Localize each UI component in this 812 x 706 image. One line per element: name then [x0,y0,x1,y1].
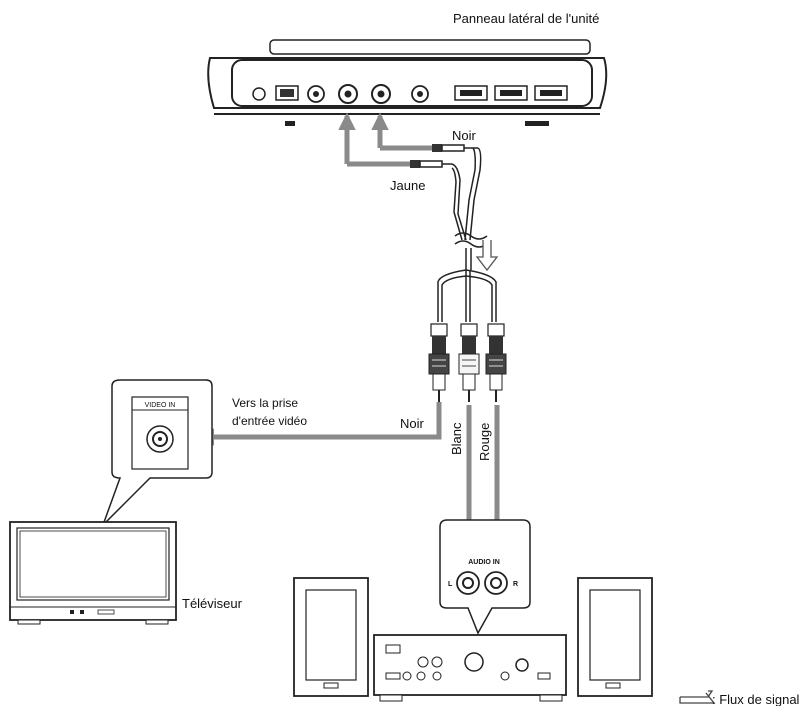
av-cable [410,144,488,270]
unit-side-panel [207,39,608,126]
label-blanc: Blanc [449,422,464,455]
televiseur-label: Téléviseur [182,596,243,611]
tv-icon [9,521,177,625]
power-jack [252,87,266,101]
flux-de-signal-label: : Flux de signal [712,692,800,706]
usb-ports [454,85,568,101]
audio-in-r-label: R [513,581,518,588]
signal-flow-down-icon [475,240,499,272]
cable-splitter [437,269,497,322]
label-noir-side: Noir [400,416,425,431]
amplifier-icon [373,634,567,702]
video-in-label: VIDEO IN [145,402,176,409]
audio-in-callout: AUDIO IN L R [439,519,531,635]
speaker-right-icon [577,577,653,697]
unit-input-arrows [338,112,432,167]
audio-in-l-label: L [448,581,453,588]
signal-flow-arrow-icon [679,690,716,704]
label-jaune: Jaune [390,178,425,193]
audio-in-label: AUDIO IN [468,559,500,566]
speaker-left-icon [293,577,369,697]
unit-side-panel-label: Panneau latéral de l'unité [453,11,599,26]
label-vers-line2: d'entrée vidéo [232,414,307,428]
video-in-callout: VIDEO IN [102,379,213,526]
label-noir-top: Noir [452,128,477,143]
rca-plug-noir [428,323,450,402]
label-vers-line1: Vers la prise [232,396,298,410]
rca-plug-rouge [485,323,507,402]
label-rouge: Rouge [477,423,492,461]
signal-arrows-out [196,402,506,544]
rca-plug-blanc [458,323,480,402]
